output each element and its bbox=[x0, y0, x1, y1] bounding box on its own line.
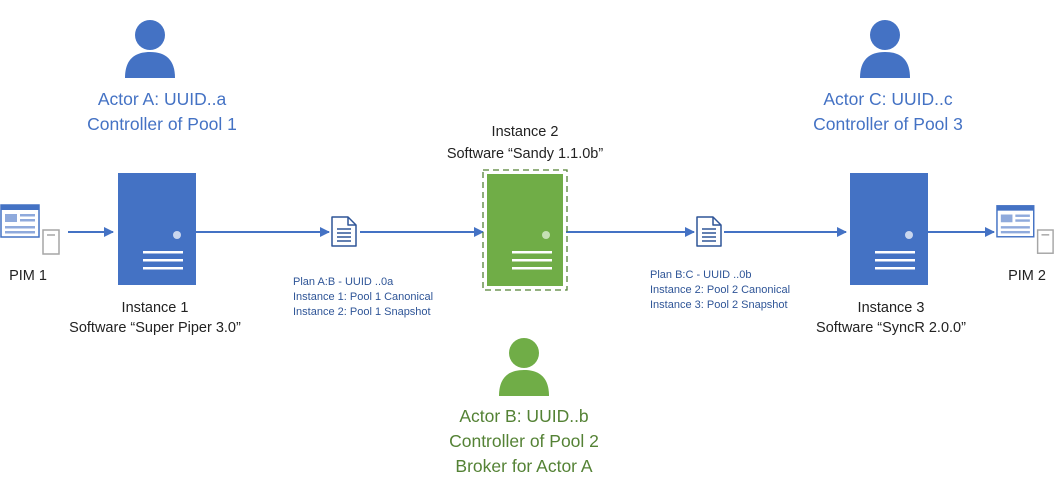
actor-b-role: Controller of Pool 2 bbox=[449, 431, 599, 451]
document-icon bbox=[696, 216, 722, 247]
instance-3-name: Instance 3 bbox=[857, 300, 925, 316]
pim-1-label: PIM 1 bbox=[9, 268, 47, 284]
instance-2-software: Software “Sandy 1.1.0b” bbox=[446, 146, 604, 162]
instance-3-software: Software “SyncR 2.0.0” bbox=[816, 320, 966, 336]
plan-bc-line: Instance 3: Pool 2 Snapshot bbox=[650, 299, 788, 311]
plan-ab-details: Plan A:B - UUID ..0a Instance 1: Pool 1 … bbox=[293, 275, 433, 320]
document-icon bbox=[331, 216, 357, 247]
actor-b-role-broker: Broker for Actor A bbox=[455, 456, 593, 476]
actor-c-name: Actor C: UUID..c bbox=[823, 89, 953, 109]
plan-bc-line: Instance 2: Pool 2 Canonical bbox=[650, 284, 791, 296]
server-icon bbox=[118, 173, 196, 285]
instance-1-software: Software “Super Piper 3.0” bbox=[69, 320, 241, 336]
actor-c-role: Controller of Pool 3 bbox=[813, 114, 963, 134]
server-icon bbox=[850, 173, 928, 285]
instance-2-name: Instance 2 bbox=[491, 124, 559, 140]
person-icon bbox=[860, 20, 910, 78]
plan-bc-details: Plan B:C - UUID ..0b Instance 2: Pool 2 … bbox=[650, 268, 790, 313]
instance-1-name: Instance 1 bbox=[121, 300, 189, 316]
actor-a-role: Controller of Pool 1 bbox=[87, 114, 237, 134]
person-icon bbox=[499, 338, 549, 396]
plan-bc-line: Plan B:C - UUID ..0b bbox=[650, 269, 752, 281]
plan-ab-line: Instance 2: Pool 1 Snapshot bbox=[293, 306, 431, 318]
person-icon bbox=[125, 20, 175, 78]
actor-b-name: Actor B: UUID..b bbox=[459, 406, 589, 426]
plan-ab-line: Plan A:B - UUID ..0a bbox=[293, 276, 394, 288]
pim-2-label: PIM 2 bbox=[1008, 268, 1046, 284]
plan-ab-line: Instance 1: Pool 1 Canonical bbox=[293, 291, 434, 303]
computer-icon bbox=[0, 204, 60, 255]
actor-a-name: Actor A: UUID..a bbox=[97, 89, 227, 109]
server-icon bbox=[482, 169, 568, 291]
computer-icon bbox=[996, 205, 1054, 254]
